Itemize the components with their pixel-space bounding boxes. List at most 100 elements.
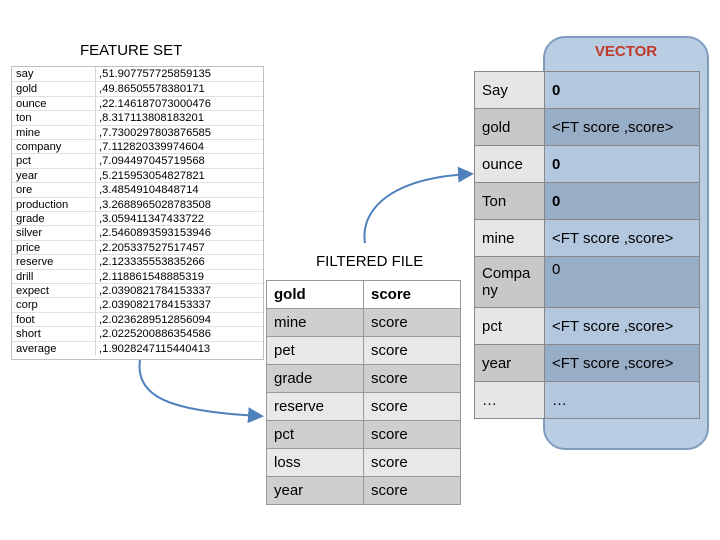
vector-key: ounce (474, 145, 545, 183)
filtered-header-cell: score (363, 280, 461, 309)
feature-term: reserve (16, 256, 54, 269)
feature-term: production (16, 198, 69, 211)
vector-row: …… (474, 381, 700, 419)
feature-value: ,3.059411347433722 (95, 212, 204, 226)
filtered-term: loss (266, 448, 364, 477)
feature-row: gold,49.86505578380171 (12, 81, 263, 96)
feature-row: ore ,3.48549104848714 (12, 182, 263, 197)
feature-value: ,1.9028247115440413 (95, 341, 210, 355)
filtered-header-cell: gold (266, 280, 364, 309)
feature-set-title: FEATURE SET (80, 42, 183, 59)
vector-value: … (544, 381, 700, 419)
feature-row: mine ,7.7300297803876585 (12, 124, 263, 139)
filtered-file-title: FILTERED FILE (316, 253, 424, 270)
feature-term: ounce (16, 97, 47, 110)
vector-value: <FT score ,score> (544, 108, 700, 146)
feature-value: ,2.0390821784153337 (95, 284, 211, 298)
feature-row: drill ,2.118861548885319 (12, 268, 263, 283)
feature-value: ,2.0225200886354586 (95, 327, 211, 341)
vector-value: 0 (544, 145, 700, 183)
feature-value: ,2.123335553835266 (95, 255, 205, 269)
feature-row: company ,7.112820339974604 (12, 139, 263, 154)
feature-term: grade (16, 213, 45, 225)
vector-row: pct<FT score ,score> (474, 307, 700, 345)
feature-row: short ,2.0225200886354586 (12, 326, 263, 341)
vector-key: Ton (474, 182, 545, 220)
filtered-term: pct (266, 420, 364, 449)
feature-term: gold (16, 83, 38, 96)
feature-row: corp,2.0390821784153337 (12, 297, 263, 312)
filtered-term: year (266, 476, 364, 505)
feature-value: ,8.317113808183201 (95, 111, 204, 125)
feature-value: ,51.907757725859135 (95, 67, 211, 82)
feature-term: foot (16, 313, 35, 326)
vector-value: 0 (544, 71, 700, 109)
feature-term: average (16, 342, 57, 355)
feature-row: average ,1.9028247115440413 (12, 340, 263, 355)
filtered-score: score (363, 448, 461, 477)
vector-key: year (474, 344, 545, 382)
feature-row: pct,7.094497045719568 (12, 153, 263, 168)
filtered-term: mine (266, 308, 364, 337)
vector-key: gold (474, 108, 545, 146)
feature-term: ore (16, 184, 33, 197)
feature-value: ,5.215953054827821 (95, 168, 205, 183)
vector-key: pct (474, 307, 545, 345)
feature-term: say (16, 68, 34, 80)
vector-key: Compa ny (474, 256, 545, 308)
arrow-featureset-to-filtered (138, 359, 264, 424)
feature-value: ,2.0236289512856094 (95, 312, 211, 327)
filtered-term: pet (266, 336, 364, 365)
feature-term: drill (16, 270, 34, 283)
feature-term: silver (16, 227, 43, 240)
feature-value: ,2.5460893593153946 (95, 226, 211, 240)
feature-value: ,7.112820339974604 (95, 140, 204, 154)
feature-term: company (16, 141, 62, 153)
vector-row: year<FT score ,score> (474, 344, 700, 382)
filtered-term: grade (266, 364, 364, 393)
feature-row: production,3.2688965028783508 (12, 196, 263, 211)
vector-value: <FT score ,score> (544, 307, 700, 345)
feature-term: pct (16, 155, 31, 168)
feature-row: grade ,3.059411347433722 (12, 211, 263, 226)
filtered-score: score (363, 476, 461, 505)
feature-term: expect (16, 285, 49, 297)
feature-row: price,2.205337527517457 (12, 239, 263, 255)
vector-key: mine (474, 219, 545, 257)
filtered-score: score (363, 364, 461, 393)
vector-value: 0 (544, 182, 700, 220)
feature-term: mine (16, 126, 41, 139)
feature-row: expect ,2.0390821784153337 (12, 283, 263, 298)
feature-row: foot ,2.0236289512856094 (12, 311, 263, 327)
filtered-score: score (363, 392, 461, 421)
feature-term: short (16, 328, 41, 341)
feature-row: silver ,2.5460893593153946 (12, 225, 263, 240)
vector-title: VECTOR (594, 43, 658, 60)
feature-value: ,7.7300297803876585 (95, 125, 211, 139)
feature-row: say ,51.907757725859135 (12, 67, 263, 82)
feature-value: ,2.205337527517457 (95, 240, 205, 255)
vector-key: … (474, 381, 545, 419)
vector-key: Say (474, 71, 545, 109)
feature-value: ,3.48549104848714 (95, 183, 199, 197)
feature-term: year (16, 169, 38, 182)
vector-value: 0 (544, 256, 700, 308)
feature-value: ,2.118861548885319 (95, 269, 204, 283)
filtered-score: score (363, 308, 461, 337)
feature-row: year ,5.215953054827821 (12, 167, 263, 183)
filtered-score: score (363, 336, 461, 365)
